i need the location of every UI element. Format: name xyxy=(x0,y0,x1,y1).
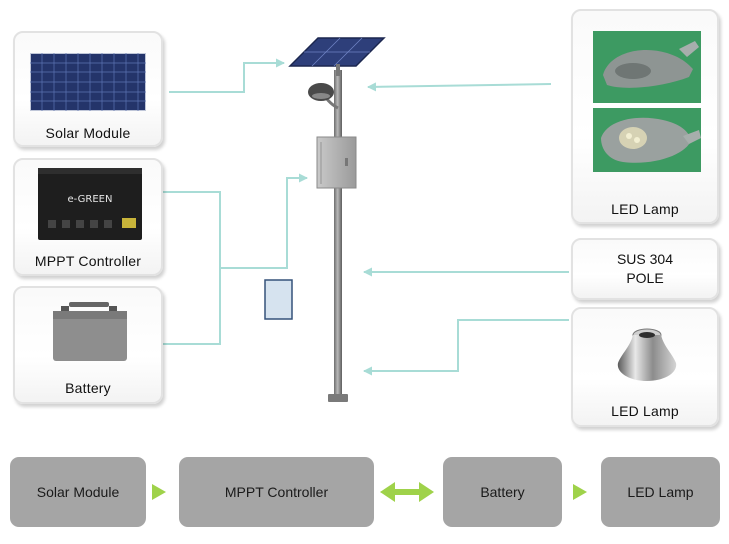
led-lamp-photo-bottom xyxy=(593,108,701,172)
flow-step-mppt-controller: MPPT Controller xyxy=(179,457,374,527)
led-lamp-bottom-label: LED Lamp xyxy=(611,403,679,419)
flow-step-solar-module: Solar Module xyxy=(10,457,146,527)
lamp-top-connector xyxy=(367,82,552,92)
solar-module-label: Solar Module xyxy=(45,125,131,141)
led-lamp-top-card: LED Lamp xyxy=(571,9,719,224)
led-lamp-bottom-card: LED Lamp xyxy=(571,307,719,427)
pole-card: SUS 304 POLE xyxy=(571,238,719,300)
flow-step-led-lamp: LED Lamp xyxy=(601,457,720,527)
mppt-controller-card: e-GREEN MPPT Controller xyxy=(13,158,163,276)
solar-module-card: Solar Module xyxy=(13,31,163,147)
pole-type-text: POLE xyxy=(626,270,664,286)
solar-panel-image xyxy=(30,53,146,111)
mppt-controller-image xyxy=(38,168,142,240)
flow-step-solar-module-label: Solar Module xyxy=(36,484,120,500)
battery-card: Battery xyxy=(13,286,163,404)
led-lamp-top-label: LED Lamp xyxy=(611,201,679,217)
flow-step-battery: Battery xyxy=(443,457,562,527)
mppt-controller-label: MPPT Controller xyxy=(34,253,142,269)
mppt-connector xyxy=(163,191,221,268)
battery-connector xyxy=(163,268,221,345)
battery-label: Battery xyxy=(65,380,111,396)
battery-image xyxy=(53,302,127,361)
flow-step-mppt-controller-label: MPPT Controller xyxy=(224,484,329,500)
controller-connector xyxy=(220,173,308,269)
solar-connector xyxy=(169,58,285,93)
led-lamp-bulb-image xyxy=(617,328,677,381)
streetlight-illustration xyxy=(264,37,386,402)
flow-step-led-lamp-label: LED Lamp xyxy=(627,484,694,500)
led-lamp-photo-top xyxy=(593,31,701,103)
mppt-brand-text: e-GREEN xyxy=(67,194,113,205)
pole-material-text: SUS 304 xyxy=(616,251,674,267)
flow-step-battery-label: Battery xyxy=(480,484,525,500)
lamp-bottom-connector xyxy=(363,319,569,376)
